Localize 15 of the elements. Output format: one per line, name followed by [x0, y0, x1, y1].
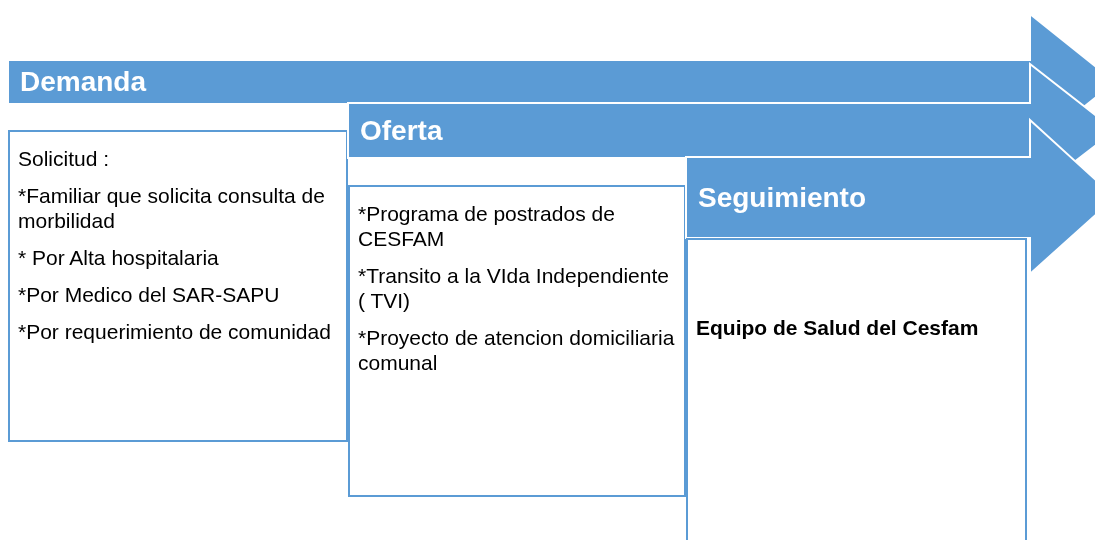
list-item: Equipo de Salud del Cesfam [696, 315, 980, 340]
text-box [686, 238, 1027, 540]
list-item: * Por Alta hospitalaria [18, 245, 220, 270]
list-item: Solicitud : [18, 146, 111, 171]
list-item: *Familiar que solicita consulta de morbilidad [18, 183, 326, 233]
text-box [348, 185, 686, 497]
stage-heading: Oferta [360, 113, 443, 148]
list-item: *Transito a la VIda Independiente ( TVI) [358, 263, 670, 313]
stage-heading: Seguimiento [698, 180, 866, 215]
list-item: *Proyecto de atencion domiciliaria comunal [358, 325, 676, 375]
text-box [8, 130, 348, 442]
list-item: *Programa de postrados de CESFAM [358, 201, 616, 251]
list-item: *Por requerimiento de comunidad [18, 319, 332, 344]
stage-heading: Demanda [20, 65, 147, 99]
list-item: *Por Medico del SAR-SAPU [18, 282, 281, 307]
